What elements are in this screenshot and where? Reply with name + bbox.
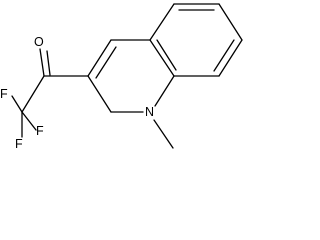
- fluorine-label-2: F: [36, 124, 44, 138]
- bond-n-methyl: [153, 119, 174, 149]
- bond-benzene-double-3: [156, 39, 177, 71]
- bond-carbonyl-o-2: [46, 50, 51, 76]
- bond-carbonyl-cf3: [21, 75, 45, 113]
- bond-benzene-double-2: [213, 39, 235, 72]
- bond-n1-c8a: [154, 75, 175, 107]
- bond-benzene-4: [218, 39, 243, 77]
- bond-cf3-f2: [21, 111, 37, 131]
- structure-diagram: O F F F N: [0, 3, 243, 150]
- bond-benzene-1: [149, 3, 175, 41]
- bond-cf3-f1: [11, 95, 23, 113]
- bond-benzene-6: [149, 39, 175, 77]
- oxygen-label: O: [34, 35, 44, 49]
- nitrogen-label: N: [145, 105, 154, 119]
- bond-carbonyl-o-1: [39, 48, 45, 77]
- bond-c3-c2: [87, 75, 112, 113]
- bond-c3-c4-double: [95, 46, 117, 79]
- bond-c3-c4: [87, 39, 112, 77]
- fluorine-label-3: F: [15, 137, 23, 150]
- fluorine-label-1: F: [0, 87, 8, 101]
- bond-benzene-3: [218, 3, 243, 41]
